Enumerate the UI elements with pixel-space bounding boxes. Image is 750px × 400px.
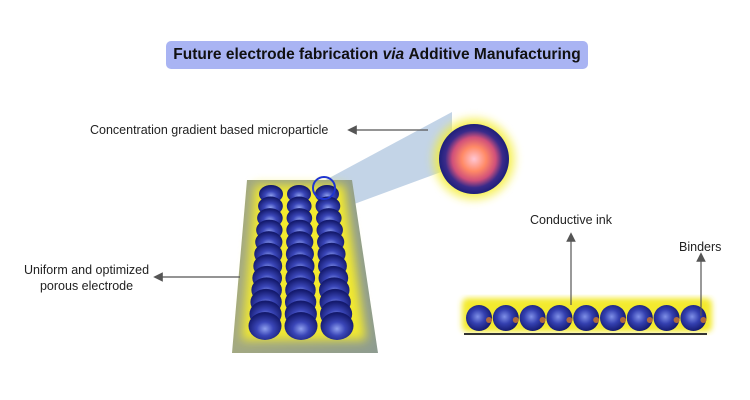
binder-particle xyxy=(539,317,546,323)
binder-particle xyxy=(486,317,492,323)
label-porous-electrode-line2: porous electrode xyxy=(39,279,134,293)
label-conductive-ink: Conductive ink xyxy=(530,213,612,227)
electrode-particle xyxy=(320,312,354,340)
title-emphasis: via xyxy=(382,46,405,63)
title-suffix: Additive Manufacturing xyxy=(408,46,581,63)
label-porous-electrode-line1: Uniform and optimized xyxy=(24,263,150,277)
label-microparticle: Concentration gradient based micropartic… xyxy=(90,123,329,137)
film-particle xyxy=(492,305,519,331)
microparticle xyxy=(439,124,509,194)
film-particle xyxy=(600,305,626,331)
film-particle xyxy=(653,305,680,331)
binder-particle xyxy=(700,317,707,323)
binder-particle xyxy=(673,317,680,323)
label-porous-electrode: Uniform and optimized porous electrode xyxy=(24,262,149,294)
label-binders: Binders xyxy=(679,240,722,254)
binder-particle xyxy=(620,317,626,323)
diagram-title: Future electrode fabrication via Additiv… xyxy=(166,41,588,69)
film-particle xyxy=(519,305,546,331)
film-particle xyxy=(573,305,600,331)
binder-particle xyxy=(593,317,600,323)
selected-particle-outline xyxy=(312,176,336,200)
film-particle xyxy=(546,305,573,331)
binder-particle xyxy=(646,317,653,323)
film-particle xyxy=(626,305,653,331)
film-particle xyxy=(466,305,492,331)
electrode-particle xyxy=(284,312,318,340)
binder-particle xyxy=(566,317,573,323)
binder-particle xyxy=(512,317,519,323)
electrode-particle xyxy=(248,312,282,340)
electrode-particle-grid xyxy=(248,185,354,340)
title-prefix: Future electrode fabrication xyxy=(173,46,379,63)
film-particle-row xyxy=(466,305,707,331)
film-particle xyxy=(680,305,707,331)
